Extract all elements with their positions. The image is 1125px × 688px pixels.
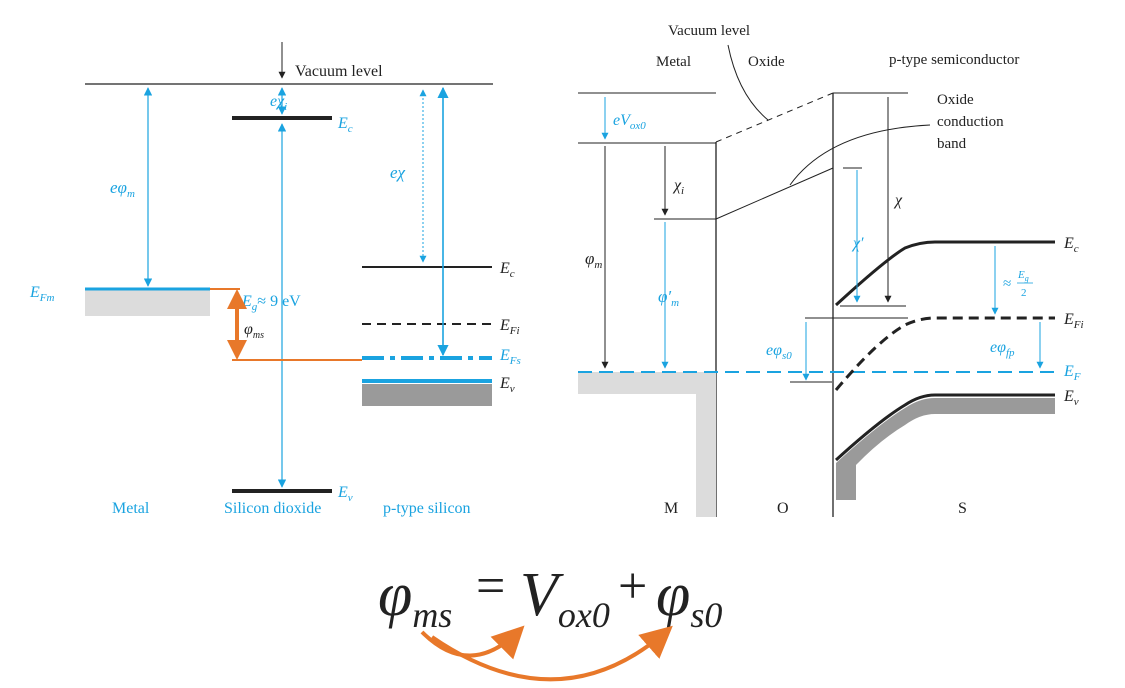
equation-vox0: Vox0: [520, 561, 610, 635]
si-efs-label: EFs: [499, 347, 521, 367]
e-phi-m-label: eφm: [110, 178, 135, 200]
chi-label: χ: [893, 192, 903, 209]
r-ec-label: Ec: [1063, 235, 1079, 255]
silicon-dioxide-label: Silicon dioxide: [224, 500, 321, 517]
e-phi-fp-label: eφfp: [990, 339, 1015, 359]
region-o-label: O: [777, 500, 789, 517]
r-vacuum-level-label: Vacuum level: [668, 23, 750, 39]
phi-prime-m-label: φ′m: [658, 287, 679, 309]
e-phi-s0-label: eφs0: [766, 342, 792, 362]
phi-ms-label: φms: [244, 321, 264, 341]
approx-eg-label: ≈: [1003, 276, 1011, 292]
r-ef-label: EF: [1063, 363, 1081, 383]
equation: φms = Vox0 + φs0: [378, 558, 722, 682]
left-band-diagram: Vacuum level EFm eφm Ec Ev eχi Eg≈ 9 eV …: [29, 42, 521, 517]
e-chi-i-label: eχi: [270, 93, 287, 113]
chi-i-label: χi: [672, 177, 684, 197]
oxide-ev-label: Ev: [337, 484, 353, 504]
metal-fill: [85, 290, 210, 316]
r-vacuum-oxide-line: [715, 92, 834, 143]
r-efi-curve: [834, 316, 1055, 391]
r-metal-fill: [578, 372, 716, 517]
si-ev-label: Ev: [499, 375, 515, 395]
r-oxide-label: Oxide: [748, 54, 785, 70]
equation-arrow-short: [420, 625, 525, 660]
equation-phi-s0: φs0: [656, 561, 722, 635]
phi-m-label: φm: [585, 249, 602, 271]
si-ec-label: Ec: [499, 260, 515, 280]
r-metal-label: Metal: [656, 54, 691, 70]
equation-plus: +: [618, 558, 647, 615]
oxide-cb-label-1: Oxide: [937, 92, 974, 108]
oxide-cb-label-2: conduction: [937, 114, 1004, 130]
p-type-silicon-label: p-type silicon: [383, 500, 471, 517]
r-ev-label: Ev: [1063, 388, 1079, 408]
si-efi-label: EFi: [499, 317, 520, 337]
r-semiconductor-label: p-type semiconductor: [889, 52, 1019, 68]
eg-half-num: Eg: [1017, 269, 1029, 283]
r-valence-fill: [836, 398, 1055, 500]
right-band-diagram: Vacuum level Metal Oxide p-type semicond…: [578, 23, 1084, 517]
eg-label: Eg≈ 9 eV: [241, 293, 301, 313]
equation-equals: =: [476, 558, 505, 615]
oxide-cb-line: [715, 167, 834, 220]
vacuum-pointer-curve: [727, 44, 769, 121]
metal-label: Metal: [112, 500, 150, 517]
equation-phi-ms: φms: [378, 561, 452, 635]
r-ec-curve: [834, 240, 1055, 307]
vacuum-level-label: Vacuum level: [295, 63, 383, 80]
oxide-ec-label: Ec: [337, 115, 353, 135]
e-chi-label: eχ: [390, 163, 406, 182]
si-valence-fill: [362, 384, 492, 406]
e-vox0-label: eVox0: [613, 112, 646, 132]
region-m-label: M: [664, 500, 678, 517]
equation-arrow-long: [430, 625, 673, 682]
efm-label: EFm: [29, 284, 55, 304]
region-s-label: S: [958, 500, 967, 517]
eg-half-den: 2: [1021, 287, 1027, 299]
r-efi-label: EFi: [1063, 311, 1084, 331]
chi-prime-label: χ′: [851, 235, 864, 252]
oxide-cb-pointer-curve: [789, 124, 931, 186]
oxide-cb-label-3: band: [937, 136, 967, 152]
r-ev-curve: [834, 393, 1055, 462]
